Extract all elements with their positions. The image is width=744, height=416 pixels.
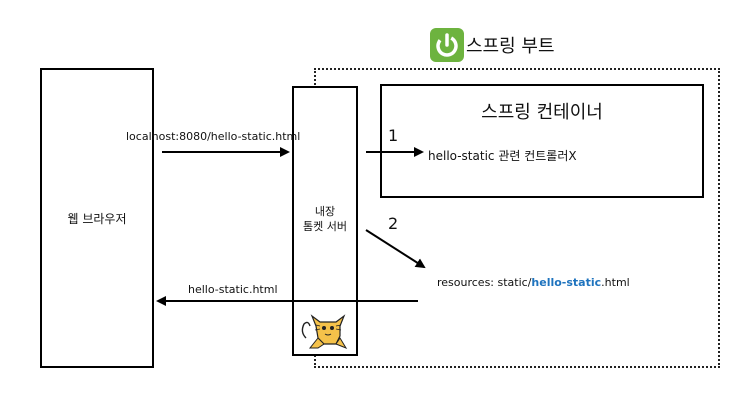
request-url-label: localhost:8080/hello-static.html xyxy=(126,130,301,143)
tomcat-cat-icon xyxy=(296,308,354,352)
step-2-label: 2 xyxy=(388,214,399,233)
controller-note: hello-static 관련 컨트롤러X xyxy=(428,149,577,163)
tomcat-label-line1: 내장 xyxy=(314,205,336,218)
resource-prefix: resources: static/ xyxy=(437,276,532,289)
step-1-label: 1 xyxy=(388,126,399,145)
tomcat-server-label: 내장 톰켓 서버 xyxy=(294,204,356,234)
spring-boot-title: 스프링 부트 xyxy=(466,36,555,57)
spring-container-title: 스프링 컨테이너 xyxy=(481,102,603,123)
resource-suffix: .html xyxy=(601,276,630,289)
web-browser-box: 웹 브라우저 xyxy=(40,68,154,368)
tomcat-label-line2: 톰켓 서버 xyxy=(303,220,347,233)
resource-highlight: hello-static xyxy=(531,276,602,289)
static-resource-path: resources: static/hello-static.html xyxy=(437,276,630,289)
web-browser-label: 웹 브라우저 xyxy=(67,211,127,226)
tomcat-server-box: 내장 톰켓 서버 xyxy=(292,86,358,356)
spring-boot-power-icon xyxy=(430,28,464,62)
spring-container-box: 스프링 컨테이너 xyxy=(380,84,704,198)
response-file-label: hello-static.html xyxy=(188,283,278,296)
step-2-arrow xyxy=(365,229,426,269)
